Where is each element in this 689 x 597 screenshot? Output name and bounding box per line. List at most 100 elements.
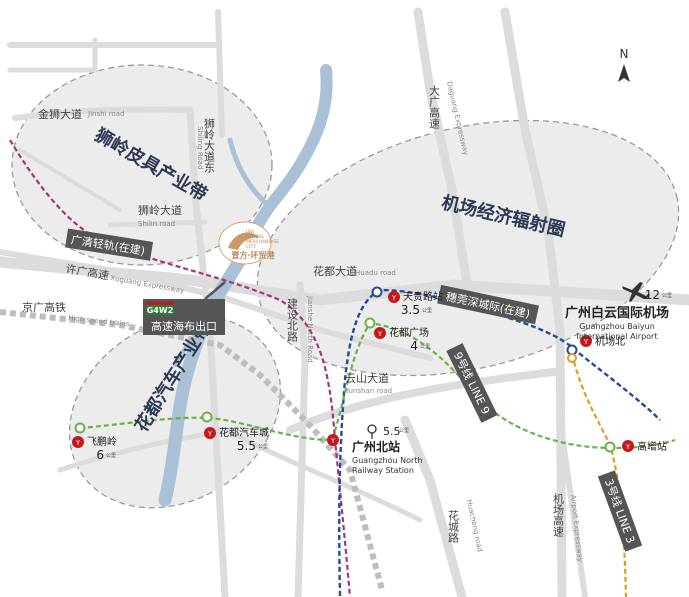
station-qiche-city-unit: 公里 [258,444,268,450]
north-arrow-icon [618,64,630,82]
station-huadu-square: Y 花都广场 4 公里 [374,326,430,353]
road-label-jingguang-cn: 京广高铁 [22,300,66,314]
river-branch [227,137,271,208]
road-label-yunshan-en: Yunshan road [344,387,392,395]
node-line3-junction [567,353,577,363]
station-tiangui: Y 天贵路站 3.5 公里 [388,290,443,317]
metro-icon [72,436,84,448]
road-huacheng-path [400,415,467,597]
metro-icon [622,440,634,452]
svg-text:Y: Y [207,430,213,438]
line9-rail-line [338,288,661,597]
airport-name: 广州白云国际机场 [565,305,669,321]
metro-icon [327,434,339,446]
route-nodes [74,286,616,453]
project-logo-icon [228,232,260,250]
svg-text:Y: Y [330,437,336,445]
svg-text:Y: Y [583,338,589,346]
railway-station-icon [367,424,377,434]
exit-badge-code: G4W2 [147,306,174,315]
airport-block: 12 公里 广州白云国际机场 Guangzhou Baiyun Internat… [565,282,672,341]
svg-text:Y: Y [75,439,81,447]
node-huadu-square [364,317,376,329]
station-gz-north-unit: 公里 [399,428,409,434]
compass-label: N [620,47,629,61]
station-feipengling-dist: 6 [96,448,104,462]
svg-text:Y: Y [391,294,397,302]
node-gaozeng [604,441,616,453]
station-feipengling: Y 飞鹏岭 6 公里 [72,435,117,462]
road-label-jinshi-en: Jinshi road [87,110,124,118]
station-huadu-square-name: 花都广场 [389,326,429,339]
airplane-icon [622,282,650,302]
road-upper-vert [215,9,225,138]
road-shilin-path [107,219,208,228]
station-qiche-city-name: 花都汽车城 [219,426,269,439]
svg-text:Y: Y [377,330,383,338]
airport-en1: Guangzhou Baiyun [579,322,655,331]
road-label-shilin-en: Shilin road [138,220,175,228]
road-network [0,7,689,597]
station-huadu-square-unit: 公里 [420,344,430,350]
metro-icon [374,327,386,339]
road-jinshi-path [12,106,193,121]
svg-text:Y: Y [625,443,631,451]
road-label-shilin-cn: 狮岭大道 [138,203,182,217]
station-airport-north-name: 机场北 [595,335,625,348]
metro-icon [580,335,592,347]
station-tiangui-unit: 公里 [422,308,432,314]
airport-unit: 公里 [662,293,672,299]
river-middle [158,253,247,507]
station-tiangui-dist: 3.5 [401,303,420,317]
road-label-shiling-east-en: Shiling Road [196,126,204,169]
station-gz-north-en2: Railway Station [352,466,414,475]
zone-shiling-area [11,64,273,266]
road-label-jinshi-cn: 金狮大道 [38,107,82,121]
road-yunshan-path [286,368,559,434]
project-line3: MERCHANDISE [246,239,279,245]
station-gz-north-name: 广州北站 [352,439,400,454]
project-name-cn: 壹方·环贸港 [231,250,275,260]
station-gaozeng: Y 高增站 [622,440,667,453]
airport-en2: International Airport [577,332,658,341]
road-mid-diag [225,427,423,523]
road-label-airport-exp-en: Airport Expressway [569,494,584,562]
road-jianshe-path [294,281,309,597]
jingguang-rail-line [0,309,385,591]
road-label-jingguang-en: High speed trains [68,314,130,328]
station-gaozeng-name: 高增站 [637,440,667,453]
road-label-daguang-cn: 大广高速 [428,84,441,129]
road-bottom-right [557,417,588,597]
road-label-jianshe-cn: 建设北路 [286,297,299,343]
project-marker: UNI GLOBAL MERCHANDISE CITY 壹方·环贸港 [218,221,279,265]
road-label-huacheng-en: Huacheng road [465,499,484,553]
metro-icon [388,291,400,303]
road-label-shiling-east-cn: 狮岭大道东 [203,118,216,173]
road-left-mid [18,148,122,212]
project-line4: CITY [246,244,256,250]
station-qiche-city: Y 花都汽车城 5.5 公里 [204,426,269,453]
exit-pointer [204,281,226,300]
airport-dist: 12 [645,288,660,302]
road-label-huacheng-cn: 花城路 [447,510,460,544]
station-tiangui-name: 天贵路站 [403,290,443,303]
road-upper-left-2 [7,37,98,73]
project-line2: GLOBAL [246,234,265,240]
node-green-mid [201,411,213,423]
station-huadu-square-dist: 4 [410,339,418,353]
project-line1: UNI [246,229,254,235]
road-label-airport-exp-cn: 机场高速 [552,492,565,537]
node-feipengling [74,422,86,434]
station-qiche-city-dist: 5.5 [237,439,256,453]
station-gz-north-dist: 5.5 [383,425,401,438]
road-shiling-east-path [186,106,229,597]
station-airport-north: Y 机场北 [580,335,625,348]
station-gz-north-en1: Guangzhou North [352,456,422,465]
guangqing-rail-line [9,139,352,597]
road-label-yunshan-cn: 云山大道 [345,371,389,385]
line-tag-line3: 3号线 LINE 3 [597,470,643,552]
road-xuguang-path [0,249,433,361]
compass: N [618,47,630,82]
station-feipengling-name: 飞鹏岭 [87,435,117,448]
